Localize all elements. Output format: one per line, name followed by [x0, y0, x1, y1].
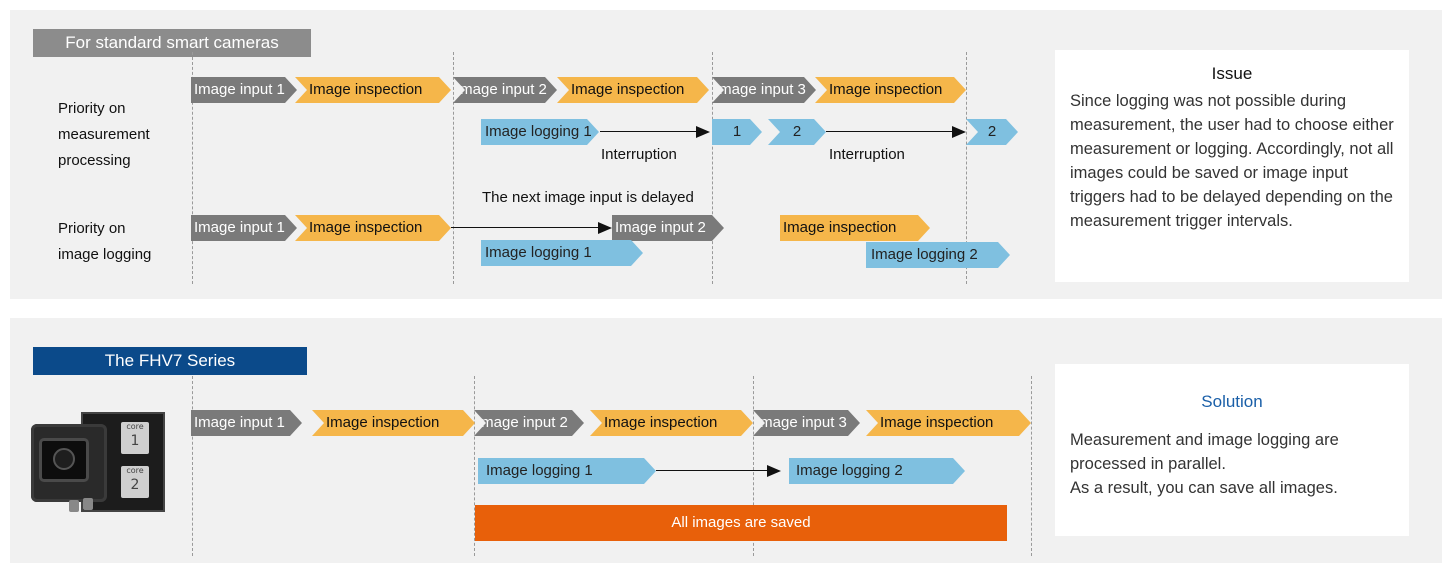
core-label: core: [126, 422, 144, 431]
solution-line-2: As a result, you can save all images.: [1070, 479, 1338, 497]
interruption-label: Interruption: [829, 146, 905, 163]
image-inspection-arrow: Image inspection: [295, 77, 451, 103]
delay-line: [451, 227, 598, 228]
image-input-1-arrow: Image input 1: [191, 77, 297, 103]
core-label: core: [126, 466, 144, 475]
core-2-chip: core 2: [121, 466, 149, 498]
image-inspection-arrow: Image inspection: [815, 77, 966, 103]
image-logging-1-arrow: Image logging 1: [481, 240, 643, 266]
time-guide: [474, 376, 475, 556]
camera-connector: [83, 498, 93, 510]
logging-segment-1: 1: [712, 119, 762, 145]
arrowhead: [696, 126, 710, 138]
interruption-line: [600, 131, 696, 132]
time-guide: [966, 52, 967, 284]
camera-lens-center: [53, 448, 75, 470]
arrowhead: [767, 465, 781, 477]
logging-line: [656, 470, 768, 471]
solution-title: Solution: [1201, 392, 1263, 411]
solution-line-1: Measurement and image logging are proces…: [1070, 431, 1339, 473]
all-images-saved-bar: All images are saved: [475, 505, 1007, 541]
time-guide: [192, 52, 193, 284]
image-inspection-arrow: Image inspection: [780, 215, 930, 241]
image-input-2-arrow: Image input 2: [453, 77, 557, 103]
time-guide: [753, 376, 754, 556]
core-1-chip: core 1: [121, 422, 149, 454]
image-input-3-arrow: Image input 3: [712, 77, 816, 103]
row-label-measurement: Priority on measurement processing: [58, 100, 150, 169]
issue-title: Issue: [1211, 64, 1253, 83]
arrowhead: [952, 126, 966, 138]
image-inspection-arrow: Image inspection: [866, 410, 1031, 436]
image-inspection-arrow: Image inspection: [295, 215, 451, 241]
image-inspection-arrow: Image inspection: [557, 77, 709, 103]
issue-text: Since logging was not possible during me…: [1070, 92, 1394, 230]
fhv7-header: The FHV7 Series: [33, 347, 307, 375]
image-input-2-arrow: Image input 2: [474, 410, 584, 436]
core-number: 2: [130, 477, 140, 493]
arrowhead: [598, 222, 612, 234]
image-logging-1-arrow: Image logging 1: [481, 119, 599, 145]
interruption-label: Interruption: [601, 146, 677, 163]
image-inspection-arrow: Image inspection: [590, 410, 753, 436]
logging-segment-2: 2: [768, 119, 826, 145]
solution-box: Solution Measurement and image logging a…: [1055, 364, 1409, 536]
time-guide: [712, 52, 713, 284]
image-logging-1-arrow: Image logging 1: [478, 458, 656, 484]
time-guide: [192, 376, 193, 556]
image-logging-2-arrow: Image logging 2: [789, 458, 965, 484]
image-logging-2-arrow: Image logging 2: [866, 242, 1010, 268]
issue-box: Issue Since logging was not possible dur…: [1055, 50, 1409, 282]
image-input-3-arrow: Image input 3: [753, 410, 860, 436]
image-inspection-arrow: Image inspection: [312, 410, 475, 436]
interruption-line: [826, 131, 952, 132]
image-input-1-arrow: Image input 1: [191, 215, 297, 241]
row-label-logging: Priority on image logging: [58, 220, 152, 263]
image-input-2-arrow: Image input 2: [612, 215, 724, 241]
camera-connector: [69, 500, 79, 512]
time-guide: [453, 52, 454, 284]
camera-illustration: core 1 core 2: [25, 388, 165, 518]
core-number: 1: [130, 433, 140, 449]
delay-note: The next image input is delayed: [482, 189, 694, 206]
standard-header: For standard smart cameras: [33, 29, 311, 57]
time-guide: [1031, 376, 1032, 556]
image-input-1-arrow: Image input 1: [191, 410, 302, 436]
